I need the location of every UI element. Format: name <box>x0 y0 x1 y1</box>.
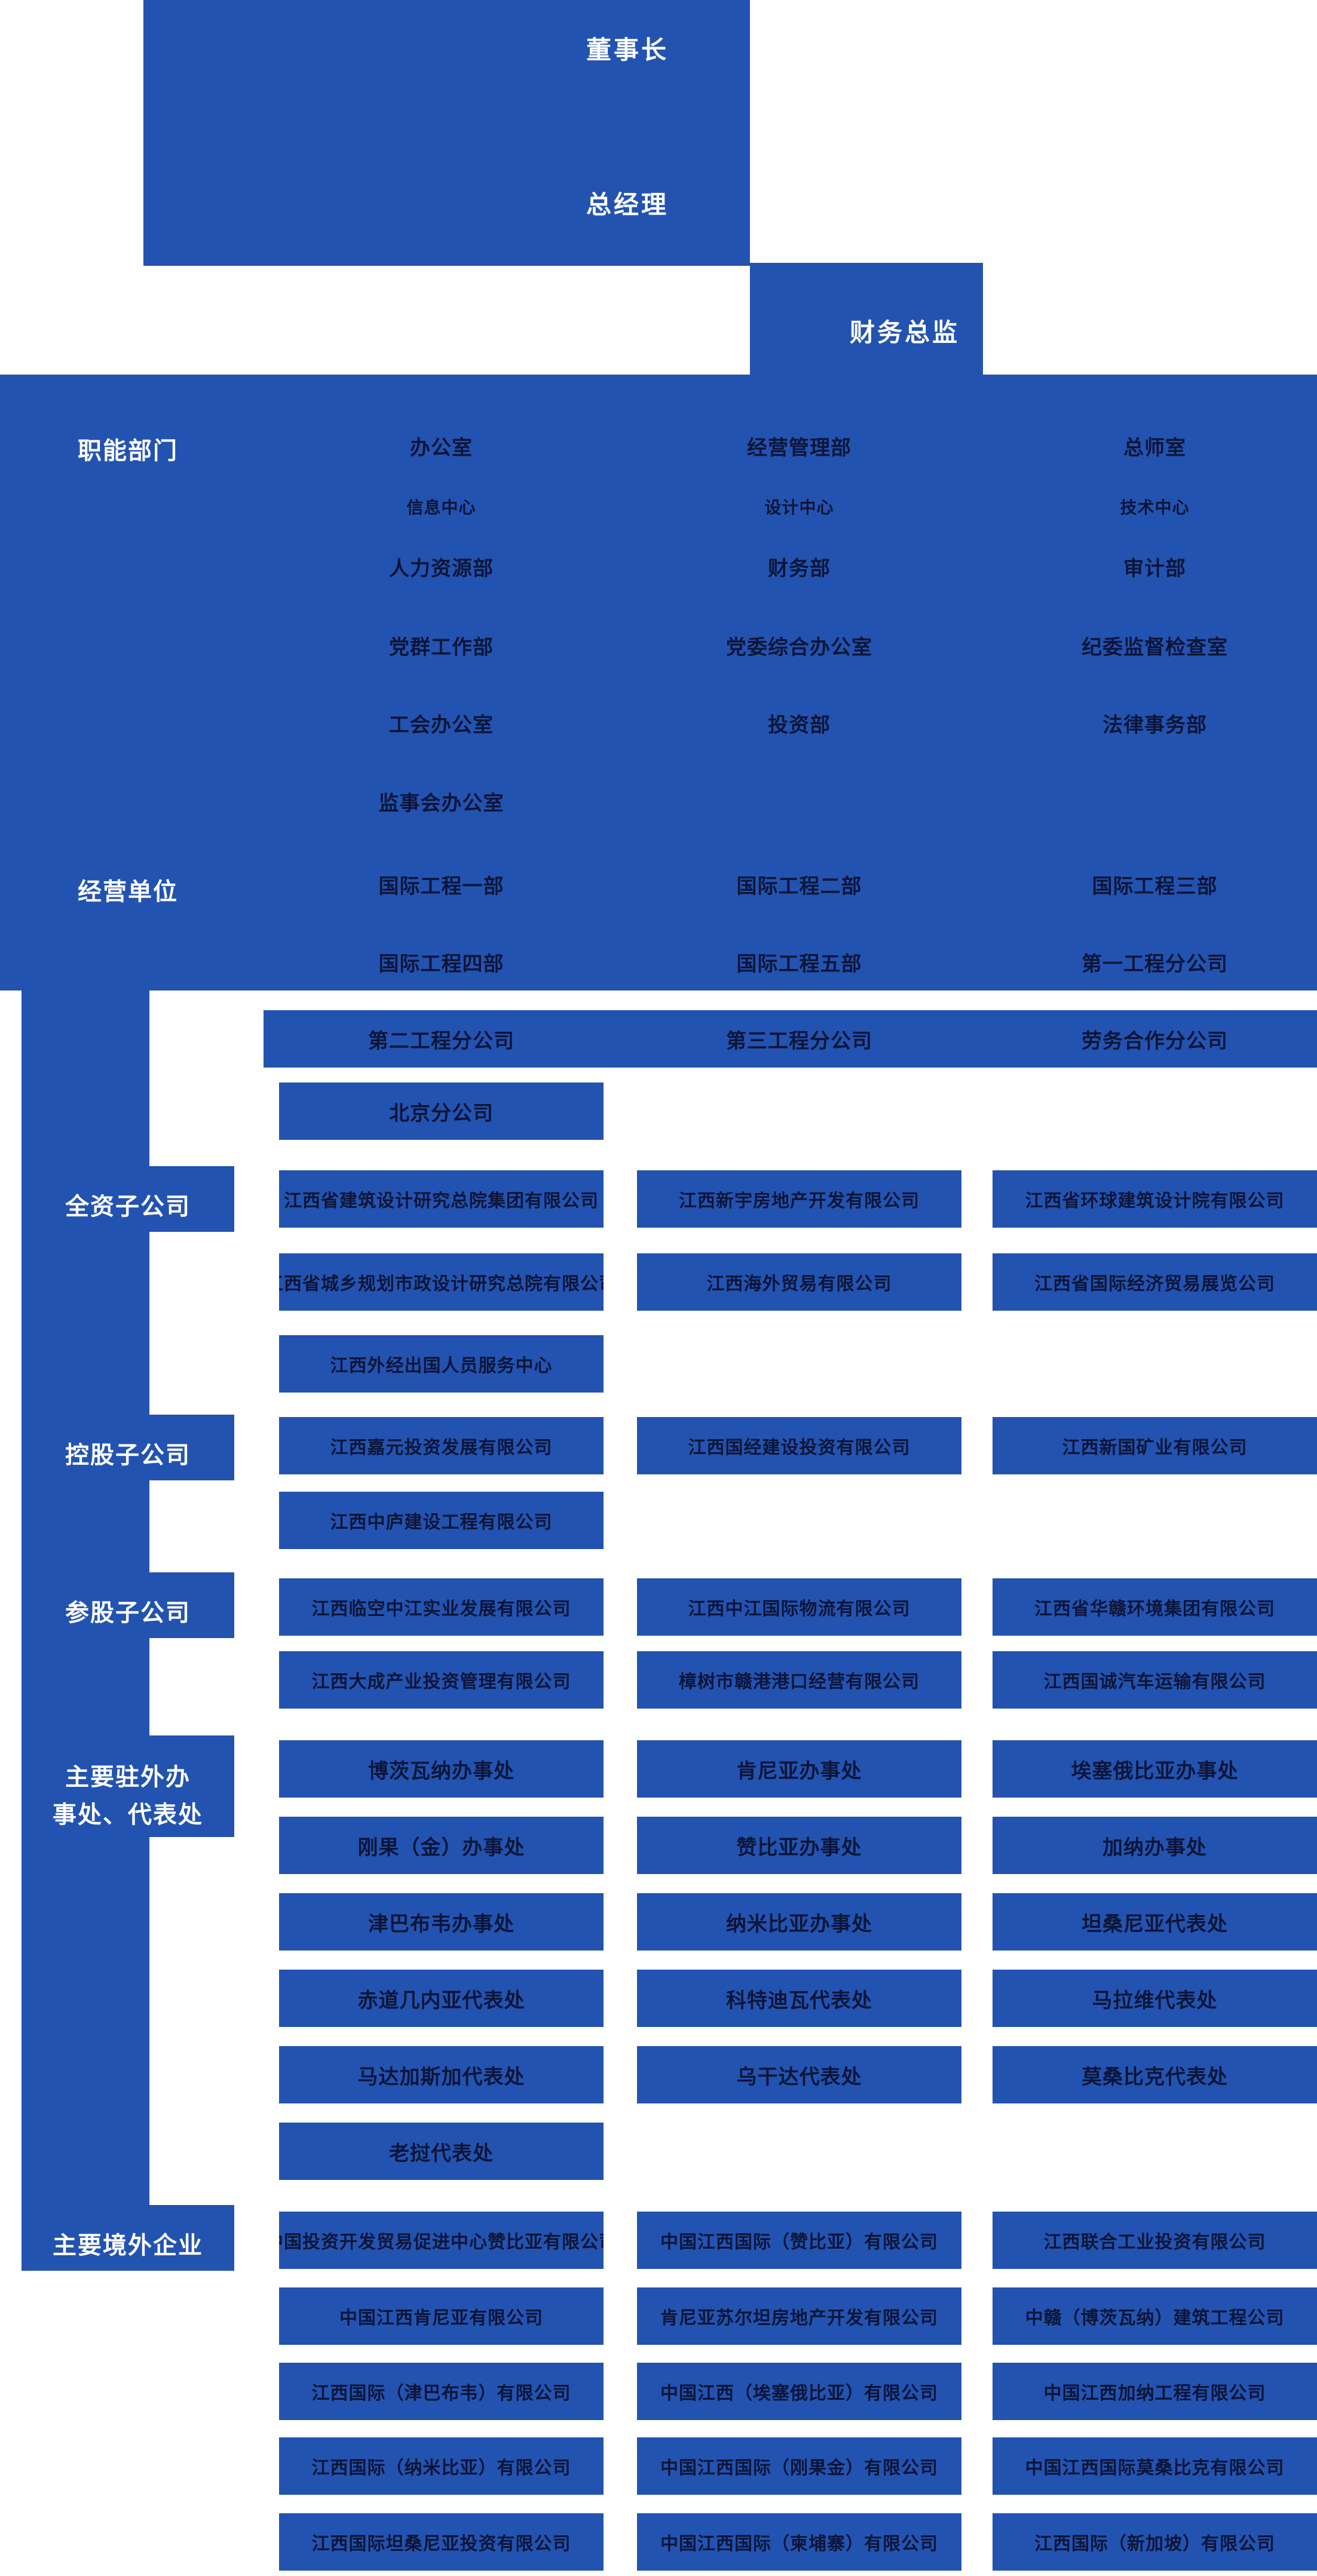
org-node: 人力资源部 <box>389 557 494 580</box>
org-node: 财务部 <box>768 557 831 580</box>
org-node: 审计部 <box>1123 557 1186 580</box>
background-shape-branch-band <box>264 1010 1317 1068</box>
org-node: 中国江西加纳工程有限公司 <box>993 2363 1317 2420</box>
org-node: 经营管理部 <box>747 436 852 459</box>
section-label-business: 经营单位 <box>78 879 178 905</box>
section-label-offices-line1: 主要驻外办 <box>65 1764 191 1790</box>
label-plate-invested <box>22 1572 234 1638</box>
org-node: 科特迪瓦代表处 <box>637 1970 961 2027</box>
org-node: 坦桑尼亚代表处 <box>993 1893 1317 1951</box>
org-node: 江西嘉元投资发展有限公司 <box>279 1417 604 1474</box>
section-label-overseas: 主要境外企业 <box>53 2232 203 2259</box>
org-node: 国际工程五部 <box>736 952 862 976</box>
org-node: 乌干达代表处 <box>637 2046 961 2103</box>
org-node: 中国投资开发贸易促进中心赞比亚有限公司 <box>279 2212 604 2269</box>
legal-director-title: 法务总监 <box>300 318 411 346</box>
org-node: 江西省华赣环境集团有限公司 <box>993 1578 1317 1636</box>
label-plate-wholly-owned <box>22 1166 234 1232</box>
org-node: 劳务合作分公司 <box>1082 1029 1228 1053</box>
org-node: 赤道几内亚代表处 <box>279 1970 604 2027</box>
org-node: 信息中心 <box>406 498 476 517</box>
section-label-functional: 职能部门 <box>78 438 178 464</box>
org-node: 津巴布韦办事处 <box>279 1893 604 1951</box>
org-node: 国际工程一部 <box>378 875 504 898</box>
org-node: 投资部 <box>768 713 831 737</box>
org-node: 江西海外贸易有限公司 <box>637 1253 961 1311</box>
org-node: 中国江西国际（柬埔寨）有限公司 <box>637 2513 961 2571</box>
org-node: 莫桑比克代表处 <box>993 2046 1317 2103</box>
org-node: 北京分公司 <box>279 1082 604 1140</box>
org-node: 江西新宇房地产开发有限公司 <box>637 1170 961 1228</box>
org-node: 中国江西国际（赞比亚）有限公司 <box>637 2212 961 2269</box>
chairman-title: 董事长 <box>586 36 669 64</box>
org-node: 江西临空中江实业发展有限公司 <box>279 1578 604 1636</box>
org-node: 办公室 <box>410 436 473 459</box>
org-node: 马拉维代表处 <box>993 1970 1317 2027</box>
org-node: 设计中心 <box>764 498 834 517</box>
finance-director-title: 财务总监 <box>849 318 960 346</box>
org-node: 江西中江国际物流有限公司 <box>637 1578 961 1636</box>
org-node: 国际工程四部 <box>378 952 504 976</box>
org-node: 总师室 <box>1123 436 1186 459</box>
org-node: 江西省国际经济贸易展览公司 <box>993 1253 1317 1311</box>
org-node: 江西国际（新加坡）有限公司 <box>993 2513 1317 2571</box>
section-label-invested: 参股子公司 <box>65 1600 191 1626</box>
org-node: 监事会办公室 <box>378 792 504 815</box>
org-node: 工会办公室 <box>389 713 494 737</box>
org-node: 马达加斯加代表处 <box>279 2046 604 2103</box>
org-node: 江西国际（津巴布韦）有限公司 <box>279 2363 604 2420</box>
background-shape-main-band <box>0 375 1317 990</box>
org-node: 纳米比亚办事处 <box>637 1893 961 1951</box>
label-plate-holding <box>22 1415 234 1480</box>
background-shape-finance-block <box>750 263 983 391</box>
org-node: 江西国际（纳米比亚）有限公司 <box>279 2437 604 2495</box>
label-plate-overseas <box>22 2205 234 2271</box>
org-node: 江西省城乡规划市政设计研究总院有限公司 <box>279 1253 604 1311</box>
org-node: 中国江西肯尼亚有限公司 <box>279 2287 604 2345</box>
org-node: 江西中庐建设工程有限公司 <box>279 1492 604 1549</box>
label-plate-offices <box>22 1735 234 1837</box>
deputy-general-manager-title: 副总经理 <box>572 318 682 346</box>
org-node: 江西省建筑设计研究总院集团有限公司 <box>279 1170 604 1228</box>
org-node: 中国江西国际（刚果金）有限公司 <box>637 2437 961 2495</box>
org-node: 肯尼亚办事处 <box>637 1740 961 1798</box>
org-node: 樟树市赣港港口经营有限公司 <box>637 1651 961 1709</box>
section-label-holding: 控股子公司 <box>65 1442 191 1468</box>
background-shape-top-column <box>143 0 750 266</box>
org-node: 党委综合办公室 <box>726 636 872 659</box>
org-node: 国际工程二部 <box>736 875 862 898</box>
org-node: 中国江西（埃塞俄比亚）有限公司 <box>637 2363 961 2420</box>
org-node: 赞比亚办事处 <box>637 1817 961 1874</box>
org-node: 博茨瓦纳办事处 <box>279 1740 604 1798</box>
org-node: 埃塞俄比亚办事处 <box>993 1740 1317 1798</box>
general-manager-title: 总经理 <box>586 191 669 219</box>
org-node: 江西联合工业投资有限公司 <box>993 2212 1317 2269</box>
org-node: 技术中心 <box>1120 498 1190 517</box>
org-node: 江西国诚汽车运输有限公司 <box>993 1651 1317 1709</box>
org-node: 纪委监督检查室 <box>1082 636 1228 659</box>
org-node: 江西省环球建筑设计院有限公司 <box>993 1170 1317 1228</box>
org-node: 国际工程三部 <box>1092 875 1218 898</box>
org-node: 中国江西国际莫桑比克有限公司 <box>993 2437 1317 2495</box>
org-node: 肯尼亚苏尔坦房地产开发有限公司 <box>637 2287 961 2345</box>
org-node: 江西新国矿业有限公司 <box>993 1417 1317 1474</box>
org-node: 法律事务部 <box>1102 713 1207 737</box>
org-node: 江西国经建设投资有限公司 <box>637 1417 961 1474</box>
org-node: 老挝代表处 <box>279 2123 604 2180</box>
org-node: 加纳办事处 <box>993 1817 1317 1874</box>
org-node: 江西外经出国人员服务中心 <box>279 1335 604 1393</box>
org-node: 江西国际坦桑尼亚投资有限公司 <box>279 2513 604 2571</box>
section-label-wholly-owned: 全资子公司 <box>65 1194 191 1220</box>
org-node: 第一工程分公司 <box>1082 952 1228 976</box>
org-node: 党群工作部 <box>389 636 494 659</box>
org-node: 第二工程分公司 <box>368 1029 514 1053</box>
org-node: 中赣（博茨瓦纳）建筑工程公司 <box>993 2287 1317 2345</box>
org-node: 江西大成产业投资管理有限公司 <box>279 1651 604 1709</box>
org-node: 刚果（金）办事处 <box>279 1817 604 1874</box>
section-label-offices-line2: 事处、代表处 <box>53 1802 203 1828</box>
org-node: 第三工程分公司 <box>726 1029 872 1053</box>
